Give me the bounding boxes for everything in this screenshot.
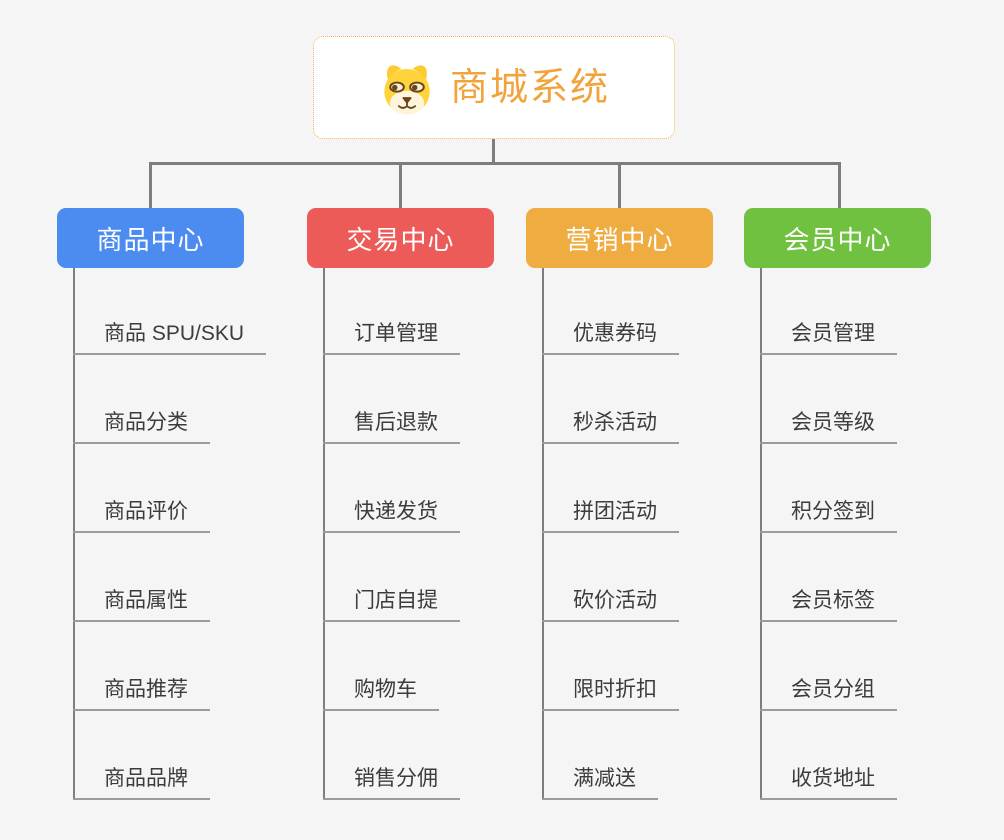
child-topic[interactable]: 积分签到 [760, 444, 897, 533]
child-topic-label: 商品品牌 [73, 768, 210, 800]
child-topic-label: 商品推荐 [73, 679, 210, 711]
child-topic[interactable]: 商品 SPU/SKU [73, 268, 267, 355]
branch-column-member: 会员中心 会员管理 会员等级 积分签到 会员标签 会员分组 收货地址 [744, 208, 931, 800]
child-topic[interactable]: 快递发货 [323, 444, 460, 533]
child-topic[interactable]: 门店自提 [323, 533, 460, 622]
child-topic-label: 优惠券码 [542, 323, 679, 355]
branch-children: 优惠券码 秒杀活动 拼团活动 砍价活动 限时折扣 满减送 [542, 268, 679, 800]
child-topic[interactable]: 秒杀活动 [542, 355, 679, 444]
connector-drop-4 [838, 162, 841, 209]
child-topic[interactable]: 会员标签 [760, 533, 897, 622]
child-topic[interactable]: 商品品牌 [73, 711, 266, 800]
child-topic-label: 秒杀活动 [542, 412, 679, 444]
child-topic-label: 商品 SPU/SKU [73, 323, 267, 355]
child-topic[interactable]: 优惠券码 [542, 268, 679, 355]
child-topic-label: 订单管理 [323, 323, 460, 355]
doge-icon [384, 64, 430, 114]
connector-drop-1 [149, 162, 152, 209]
connector-bus [149, 162, 841, 165]
branch-node-marketing[interactable]: 营销中心 [526, 208, 713, 268]
child-topic-label: 门店自提 [323, 590, 460, 622]
branch-children: 订单管理 售后退款 快递发货 门店自提 购物车 销售分佣 [323, 268, 460, 800]
child-topic-label: 会员等级 [760, 412, 897, 444]
child-topic-label: 商品属性 [73, 590, 210, 622]
branch-children: 会员管理 会员等级 积分签到 会员标签 会员分组 收货地址 [760, 268, 897, 800]
child-topic[interactable]: 购物车 [323, 622, 460, 711]
child-topic-label: 商品分类 [73, 412, 210, 444]
child-topic[interactable]: 收货地址 [760, 711, 897, 800]
child-topic[interactable]: 会员分组 [760, 622, 897, 711]
branch-children: 商品 SPU/SKU 商品分类 商品评价 商品属性 商品推荐 商品品牌 [73, 268, 267, 800]
child-topic-label: 售后退款 [323, 412, 460, 444]
child-topic[interactable]: 砍价活动 [542, 533, 679, 622]
connector-root-stub [492, 139, 495, 165]
child-topic-label: 拼团活动 [542, 501, 679, 533]
child-topic[interactable]: 商品评价 [73, 444, 266, 533]
child-topic-label: 快递发货 [323, 501, 460, 533]
branch-column-trade: 交易中心 订单管理 售后退款 快递发货 门店自提 购物车 销售分佣 [307, 208, 494, 800]
child-topic[interactable]: 商品分类 [73, 355, 266, 444]
branch-column-product: 商品中心 商品 SPU/SKU 商品分类 商品评价 商品属性 商品推荐 商品品牌 [57, 208, 267, 800]
child-topic-label: 满减送 [542, 768, 658, 800]
child-topic[interactable]: 商品属性 [73, 533, 266, 622]
child-topic[interactable]: 满减送 [542, 711, 679, 800]
child-topic-label: 积分签到 [760, 501, 897, 533]
child-topic[interactable]: 商品推荐 [73, 622, 266, 711]
root-title: 商城系统 [449, 66, 610, 109]
child-topic[interactable]: 销售分佣 [323, 711, 460, 800]
child-topic[interactable]: 会员管理 [760, 268, 897, 355]
child-topic-label: 会员管理 [760, 323, 897, 355]
branch-column-marketing: 营销中心 优惠券码 秒杀活动 拼团活动 砍价活动 限时折扣 满减送 [526, 208, 713, 800]
child-topic[interactable]: 拼团活动 [542, 444, 679, 533]
branch-node-product[interactable]: 商品中心 [57, 208, 244, 268]
connector-drop-3 [618, 162, 621, 209]
child-topic[interactable]: 会员等级 [760, 355, 897, 444]
child-topic-label: 会员分组 [760, 679, 897, 711]
child-topic-label: 收货地址 [760, 768, 897, 800]
child-topic-label: 限时折扣 [542, 679, 679, 711]
child-topic[interactable]: 限时折扣 [542, 622, 679, 711]
branch-node-trade[interactable]: 交易中心 [307, 208, 494, 268]
child-topic-label: 商品评价 [73, 501, 210, 533]
child-topic-label: 会员标签 [760, 590, 897, 622]
child-topic[interactable]: 售后退款 [323, 355, 460, 444]
child-topic[interactable]: 订单管理 [323, 268, 460, 355]
child-topic-label: 购物车 [323, 679, 439, 711]
branch-node-member[interactable]: 会员中心 [744, 208, 931, 268]
child-topic-label: 砍价活动 [542, 590, 679, 622]
connector-drop-2 [399, 162, 402, 209]
child-topic-label: 销售分佣 [323, 768, 460, 800]
root-node[interactable]: 商城系统 [313, 36, 675, 139]
